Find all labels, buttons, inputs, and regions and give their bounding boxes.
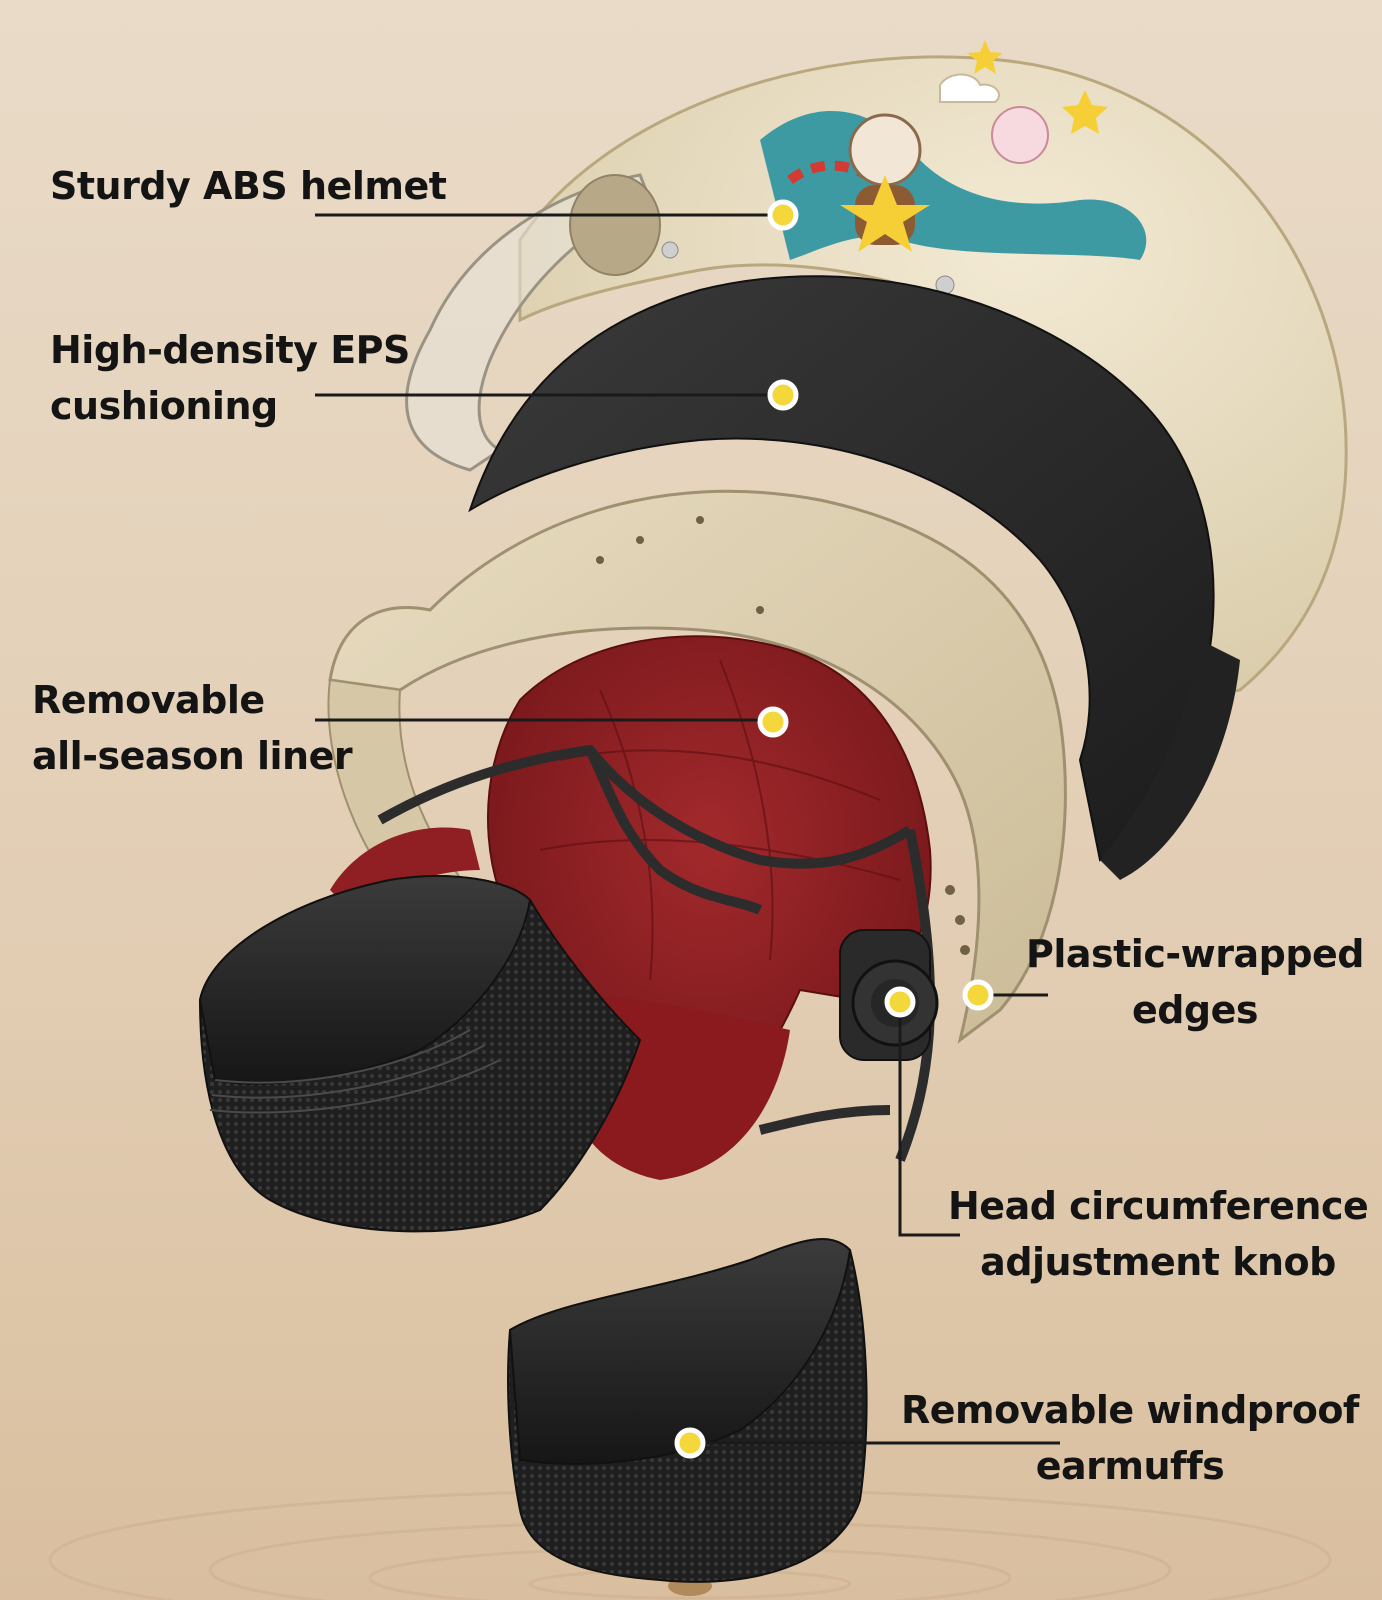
label-eps-cushioning-line-2: cushioning <box>50 384 278 428</box>
dot-edges <box>962 979 994 1011</box>
dot-liner <box>757 706 789 738</box>
side-earmuff <box>198 875 642 1233</box>
leader-knob <box>898 1000 960 1237</box>
dot-knob <box>884 986 916 1018</box>
visor-hinge <box>569 174 661 276</box>
vent-holes <box>596 516 970 955</box>
label-earmuffs-line-1: Removable windproof <box>901 1388 1359 1432</box>
label-edges: Plastic-wrapped edges <box>1022 926 1368 1038</box>
cartoon-decal <box>760 40 1147 260</box>
label-liner-line-2: all-season liner <box>32 734 353 778</box>
dot-eps-cushioning <box>767 379 799 411</box>
label-liner-line-1: Removable <box>32 678 265 722</box>
dot-abs-helmet <box>767 199 799 231</box>
dot-earmuffs <box>674 1427 706 1459</box>
label-earmuffs: Removable windproof earmuffs <box>900 1382 1360 1494</box>
label-earmuffs-line-2: earmuffs <box>1035 1444 1225 1488</box>
bottom-earmuff <box>507 1238 868 1583</box>
label-edges-line-2: edges <box>1131 988 1259 1032</box>
label-liner: Removable all-season liner <box>32 672 353 784</box>
callout-dots <box>674 199 994 1459</box>
abs-shell <box>405 40 1348 702</box>
label-abs-helmet: Sturdy ABS helmet <box>50 158 447 214</box>
callout-leaders <box>315 213 1060 1445</box>
label-eps-cushioning-line-1: High-density EPS <box>50 328 410 372</box>
eps-foam <box>468 275 1240 880</box>
label-edges-line-1: Plastic-wrapped <box>1026 932 1365 976</box>
label-eps-cushioning: High-density EPS cushioning <box>50 322 410 434</box>
label-knob-line-2: adjustment knob <box>980 1240 1336 1284</box>
label-abs-helmet-line-1: Sturdy ABS helmet <box>50 164 447 208</box>
label-knob-line-1: Head circumference <box>948 1184 1369 1228</box>
label-knob: Head circumference adjustment knob <box>948 1178 1369 1290</box>
